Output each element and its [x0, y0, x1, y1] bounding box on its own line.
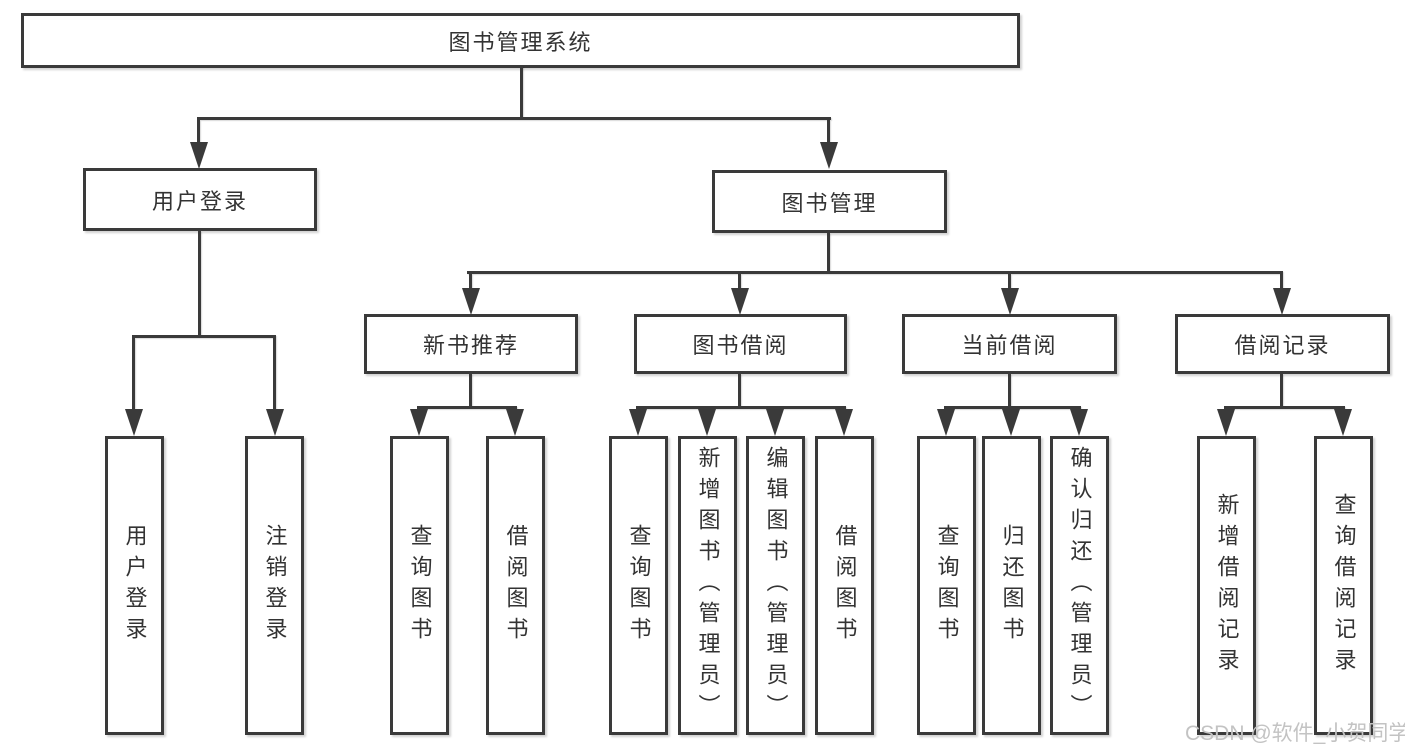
- arrowhead-borrow-records: [1273, 288, 1291, 315]
- arrowhead-book-management: [820, 142, 838, 169]
- arrowhead-leaf-user-login: [125, 409, 143, 436]
- leaf-logout: 注销登录: [245, 436, 304, 735]
- leaf-logout-label: 注销登录: [262, 523, 288, 648]
- arrowhead-leaf-edit-book-admin: [766, 409, 784, 436]
- connector-drop-user-login: [197, 120, 200, 144]
- arrowhead-leaf-query-books-current: [937, 409, 955, 436]
- arrowhead-leaf-return-books: [1002, 409, 1020, 436]
- node-current-borrowing: 当前借阅: [902, 314, 1117, 374]
- leaf-user-login: 用户登录: [105, 436, 164, 735]
- node-borrow-records-label: 借阅记录: [1234, 333, 1331, 358]
- leaf-add-book-admin: 新增图书（管理员）: [678, 436, 737, 735]
- arrowhead-leaf-query-borrow-record: [1334, 409, 1352, 436]
- connector-book-management-horizontal: [467, 271, 1283, 274]
- node-root: 图书管理系统: [21, 13, 1020, 68]
- arrowhead-leaf-logout: [266, 409, 284, 436]
- leaf-add-borrow-record-label: 新增借阅记录: [1214, 492, 1240, 679]
- node-book-management-label: 图书管理: [781, 190, 878, 216]
- connector-drop-leaf-user-login: [132, 338, 135, 409]
- leaf-add-borrow-record: 新增借阅记录: [1197, 436, 1256, 735]
- leaf-query-books-current-label: 查询图书: [934, 523, 960, 648]
- leaf-query-books-borrowing: 查询图书: [609, 436, 668, 735]
- node-book-borrowing-label: 图书借阅: [692, 333, 789, 358]
- arrowhead-leaf-confirm-return-admin: [1070, 409, 1088, 436]
- connector-root-horizontal: [197, 117, 831, 120]
- leaf-return-books-label: 归还图书: [999, 523, 1025, 648]
- connector-user-login-horizontal: [132, 335, 276, 338]
- arrowhead-leaf-query-books-recommend: [410, 409, 428, 436]
- connector-root-stem: [520, 66, 523, 117]
- leaf-query-books-borrowing-label: 查询图书: [626, 523, 652, 648]
- arrowhead-leaf-add-book-admin: [698, 409, 716, 436]
- leaf-borrow-books-recommend-label: 借阅图书: [503, 523, 529, 648]
- arrowhead-leaf-borrow-books-borrowing: [835, 409, 853, 436]
- arrowhead-leaf-borrow-books-recommend: [506, 409, 524, 436]
- node-new-book-recommend: 新书推荐: [364, 314, 578, 374]
- leaf-confirm-return-admin-label: 确认归还（管理员）: [1067, 446, 1093, 725]
- connector-book-management-stem: [827, 233, 830, 271]
- node-book-management: 图书管理: [712, 170, 947, 233]
- node-book-borrowing: 图书借阅: [634, 314, 847, 374]
- node-user-login: 用户登录: [83, 168, 317, 231]
- leaf-edit-book-admin-label: 编辑图书（管理员）: [763, 446, 789, 725]
- leaf-return-books: 归还图书: [982, 436, 1041, 735]
- connector-drop-current-borrowing: [1008, 274, 1011, 290]
- arrowhead-current-borrowing: [1001, 288, 1019, 315]
- node-borrow-records: 借阅记录: [1175, 314, 1390, 374]
- arrowhead-leaf-query-books-borrowing: [629, 409, 647, 436]
- leaf-query-borrow-record: 查询借阅记录: [1314, 436, 1373, 735]
- connector-current-borrowing-horizontal: [944, 406, 1081, 409]
- leaf-borrow-books-recommend: 借阅图书: [486, 436, 545, 735]
- connector-drop-leaf-logout: [273, 338, 276, 409]
- arrowhead-book-borrowing: [731, 288, 749, 315]
- arrowhead-leaf-add-borrow-record: [1217, 409, 1235, 436]
- leaf-query-books-current: 查询图书: [917, 436, 976, 735]
- leaf-query-books-recommend-label: 查询图书: [407, 523, 433, 648]
- connector-new-book-recommend-horizontal: [417, 406, 517, 409]
- csdn-watermark: CSDN @软件_小贺同学: [1185, 722, 1405, 745]
- connector-new-book-recommend-stem: [469, 374, 472, 406]
- leaf-query-books-recommend: 查询图书: [390, 436, 449, 735]
- node-root-label: 图书管理系统: [448, 29, 593, 55]
- connector-book-borrowing-horizontal: [636, 406, 846, 409]
- connector-book-borrowing-stem: [738, 374, 741, 406]
- connector-drop-new-book-recommend: [469, 274, 472, 290]
- connector-borrow-records-horizontal: [1224, 406, 1345, 409]
- leaf-query-borrow-record-label: 查询借阅记录: [1331, 492, 1357, 679]
- node-current-borrowing-label: 当前借阅: [961, 333, 1058, 358]
- leaf-user-login-label: 用户登录: [122, 523, 148, 648]
- connector-drop-borrow-records: [1280, 274, 1283, 290]
- arrowhead-new-book-recommend: [462, 288, 480, 315]
- leaf-borrow-books-borrowing-label: 借阅图书: [832, 523, 858, 648]
- node-new-book-recommend-label: 新书推荐: [422, 333, 519, 358]
- connector-borrow-records-stem: [1280, 374, 1283, 406]
- leaf-edit-book-admin: 编辑图书（管理员）: [746, 436, 805, 735]
- leaf-confirm-return-admin: 确认归还（管理员）: [1050, 436, 1109, 735]
- connector-current-borrowing-stem: [1008, 374, 1011, 406]
- connector-user-login-stem: [198, 231, 201, 335]
- leaf-borrow-books-borrowing: 借阅图书: [815, 436, 874, 735]
- arrowhead-user-login: [190, 142, 208, 169]
- connector-drop-book-management: [827, 120, 830, 144]
- connector-drop-book-borrowing: [738, 274, 741, 290]
- node-user-login-label: 用户登录: [151, 188, 248, 214]
- leaf-add-book-admin-label: 新增图书（管理员）: [695, 446, 721, 725]
